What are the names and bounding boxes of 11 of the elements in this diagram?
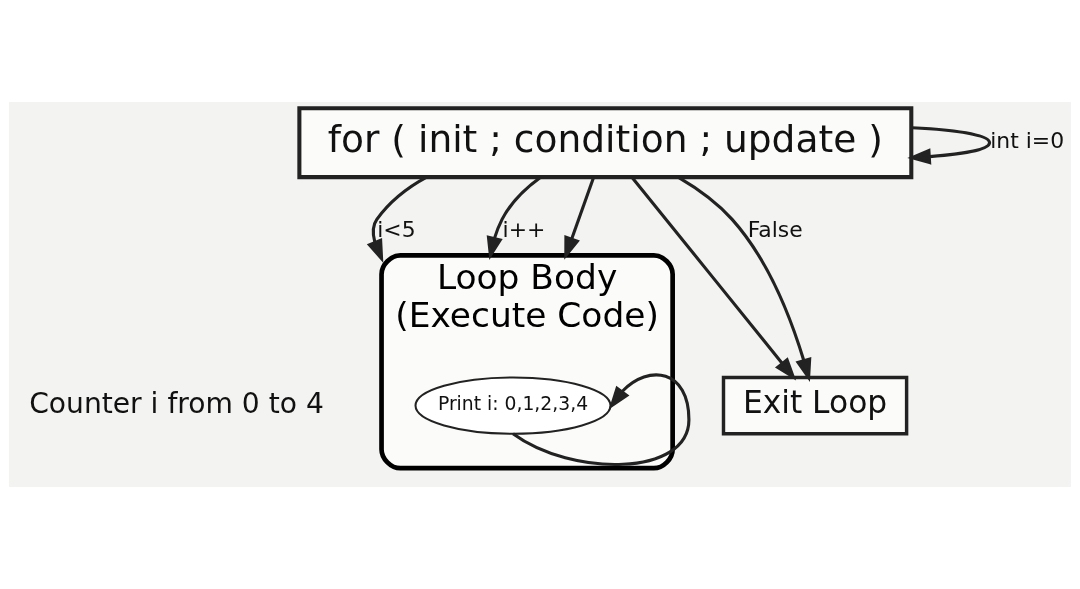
node-ellipse: Print i: 0,1,2,3,4 <box>414 376 612 435</box>
node-box: for ( init ; condition ; update ) <box>297 106 914 180</box>
edge-label: False <box>747 216 803 242</box>
edge-label: i<5 <box>377 216 416 242</box>
node-box: Exit Loop <box>721 375 909 436</box>
arrow <box>630 176 797 381</box>
arrow <box>907 126 992 165</box>
label: Counter i from 0 to 4 <box>29 386 324 420</box>
edge-label: i++ <box>502 216 546 242</box>
arrow <box>564 176 596 260</box>
edge-label: int i=0 <box>990 128 1065 154</box>
